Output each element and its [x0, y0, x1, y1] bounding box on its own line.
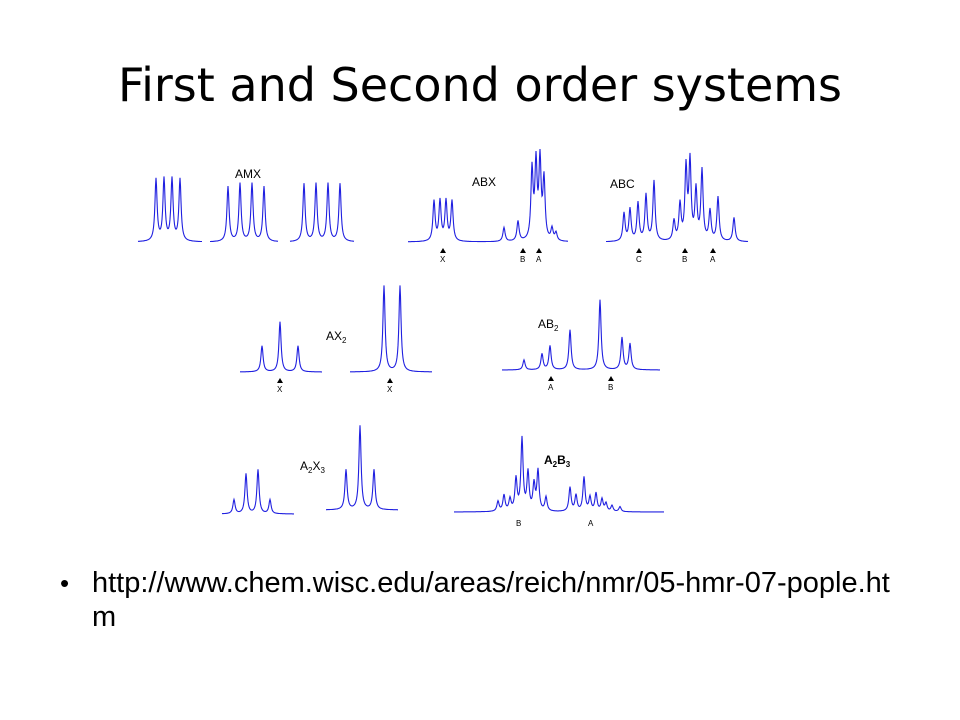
marker-ax2-x2: X [387, 378, 393, 394]
svg-text:C: C [636, 255, 642, 264]
trace-abc [606, 152, 749, 243]
trace-abx [408, 148, 568, 243]
svg-text:B: B [520, 255, 525, 264]
spectrum-a2b3: A2B3 B A [454, 435, 664, 528]
marker-a2b3-a: A [588, 519, 594, 528]
trace-a2x3-a [221, 469, 294, 515]
trace-a2x3-x [326, 425, 398, 511]
svg-text:X: X [440, 255, 446, 264]
spectrum-ax2: AX2 X X [240, 285, 432, 394]
trace-amx-2 [210, 182, 279, 243]
marker-abx-b: B [520, 248, 526, 264]
label-ab2: AB2 [538, 317, 559, 333]
label-a2b3: A2B3 [544, 453, 571, 469]
marker-abx-x: X [440, 248, 446, 264]
svg-text:X: X [277, 385, 283, 394]
trace-ab2 [502, 299, 660, 371]
bullet-dot-icon: • [60, 568, 70, 598]
label-abx: ABX [472, 175, 496, 189]
label-abc: ABC [610, 177, 635, 191]
svg-text:B: B [682, 255, 687, 264]
spectrum-ab2: AB2 A B [502, 299, 660, 392]
spectrum-a2x3: A2X3 [221, 425, 398, 515]
slide-title: First and Second order systems [117, 58, 843, 112]
svg-text:B: B [608, 383, 613, 392]
label-amx: AMX [235, 167, 261, 181]
trace-amx-1 [137, 176, 202, 243]
svg-text:A: A [548, 383, 554, 392]
marker-abc-c: C [636, 248, 642, 264]
marker-ax2-x1: X [277, 378, 283, 394]
trace-ax2-x [240, 321, 322, 373]
source-link[interactable]: http://www.chem.wisc.edu/areas/reich/nmr… [92, 567, 890, 633]
spectrum-abc: ABC C B A [606, 152, 749, 264]
marker-abx-a: A [536, 248, 542, 264]
spectrum-amx: AMX [137, 167, 355, 243]
trace-ax2-a [350, 285, 432, 373]
label-a2x3: A2X3 [300, 459, 325, 475]
spectrum-abx: ABX X B A [408, 148, 568, 264]
svg-text:A: A [536, 255, 542, 264]
marker-abc-b: B [682, 248, 688, 264]
marker-a2b3-b: B [516, 519, 521, 528]
trace-amx-3 [289, 182, 355, 242]
marker-ab2-a: A [548, 376, 554, 392]
trace-a2b3 [454, 435, 664, 513]
svg-text:X: X [387, 385, 393, 394]
svg-text:A: A [710, 255, 716, 264]
label-ax2: AX2 [326, 329, 347, 345]
marker-ab2-b: B [608, 376, 614, 392]
marker-abc-a: A [710, 248, 716, 264]
